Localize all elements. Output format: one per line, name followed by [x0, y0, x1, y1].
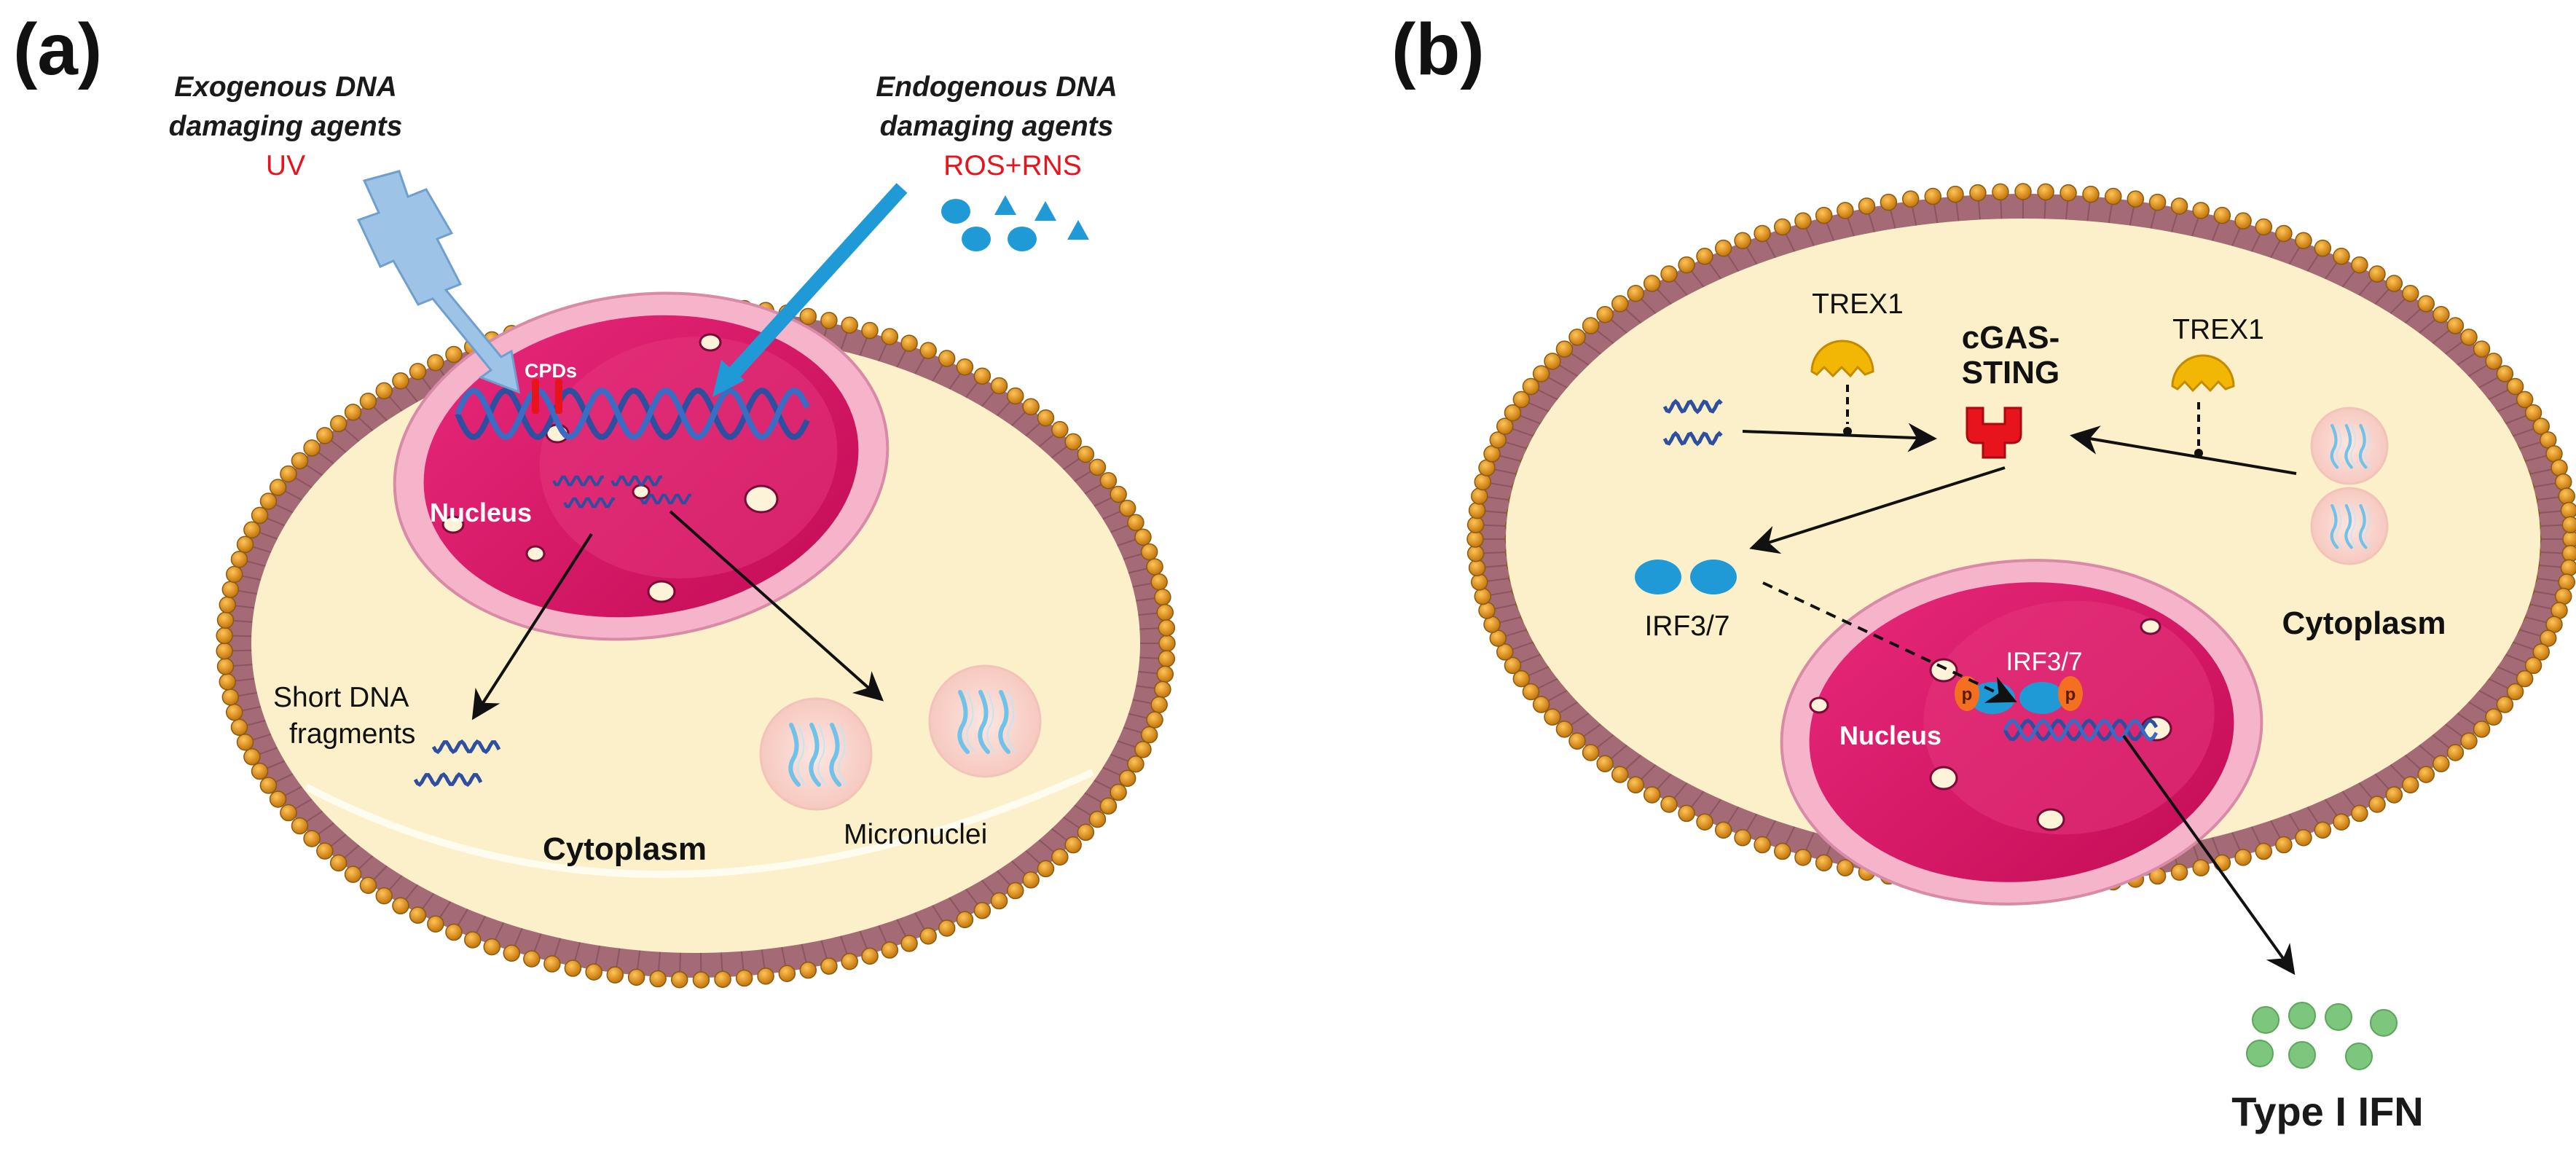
- cytoplasm-a-highlight: [304, 769, 1095, 879]
- cytoplasm-b-label: Cytoplasm: [2282, 605, 2446, 641]
- cpd-lesion-2: [555, 379, 562, 414]
- arrow-to-type-i-ifn: [2122, 734, 2296, 976]
- irf-cytoplasm-monomer-1: [1635, 560, 1681, 594]
- trex1-right-label: TREX1: [2172, 314, 2264, 345]
- ros-rns-molecules: [941, 195, 1089, 251]
- micronucleus-2: [928, 664, 1042, 778]
- irf-nucleus-label: IRF3/7: [2006, 648, 2082, 676]
- irf-nucleus-monomer-2: [2019, 682, 2065, 714]
- arrow-sting-to-irf: [1749, 466, 2006, 554]
- type-i-ifn-molecules: [2246, 1002, 2398, 1070]
- arrow-irf-translocation: [1762, 581, 2017, 703]
- ros-rns-label: ROS+RNS: [943, 150, 1082, 181]
- nucleus-shade-b: [1923, 600, 2215, 835]
- endogenous-label-line1: Endogenous DNA: [876, 71, 1117, 103]
- dna-fragments-in-nucleus: [552, 475, 691, 509]
- short-dna-fragments: [413, 739, 501, 788]
- cell-a: CPDs Nucleus Short DNA fragments Micronu…: [216, 291, 1176, 989]
- phospho-group-left: [1955, 676, 1979, 711]
- nuclear-pores-a: [441, 333, 779, 603]
- phospho-group-right: [2058, 676, 2083, 711]
- nucleus-shade-a: [539, 337, 838, 578]
- panel-a-label: (a): [13, 9, 102, 90]
- cgas-label-line2: STING: [1962, 355, 2059, 390]
- nucleus-b-label: Nucleus: [1839, 721, 1941, 750]
- cell-b: p p IRF3/7 Nucleus TREX1 cGAS- STING: [1466, 183, 2576, 906]
- trex1-right: TREX1: [2171, 314, 2264, 458]
- micronuclei-label: Micronuclei: [844, 819, 987, 850]
- trex1-left-label: TREX1: [1812, 288, 1904, 320]
- ros-arrow-head: [712, 360, 745, 397]
- exogenous-label-line1: Exogenous DNA: [174, 71, 397, 103]
- trex1-right-icon: [2171, 354, 2235, 393]
- trex1-left: TREX1: [1810, 288, 1904, 436]
- exogenous-label-line2: damaging agents: [169, 111, 403, 142]
- dna-helix-b: [2003, 718, 2159, 742]
- cytosolic-dna-fragments: [1662, 399, 1723, 447]
- nucleus-a-label: Nucleus: [430, 498, 532, 527]
- cytoplasm-a-label: Cytoplasm: [543, 831, 707, 867]
- uv-lightning-arrow: [356, 170, 520, 394]
- uv-label: UV: [266, 150, 305, 181]
- cytoplasm-b: [1506, 219, 2540, 860]
- panel-b: (b): [1391, 9, 2576, 1134]
- arrow-to-micronuclei: [669, 510, 884, 702]
- nucleus-a: CPDs Nucleus: [393, 291, 890, 641]
- micronucleus-b-1: [2310, 407, 2389, 485]
- micronucleus-1: [759, 697, 873, 811]
- cgas-label-line1: cGAS-: [1962, 320, 2059, 356]
- sting-icon: [1966, 407, 2022, 459]
- irf-cytoplasm-label: IRF3/7: [1644, 611, 1729, 642]
- endogenous-label-line2: damaging agents: [880, 111, 1114, 142]
- arrow-micronuclei-to-cgas: [2070, 425, 2297, 475]
- short-dna-label-line2: fragments: [289, 718, 415, 750]
- arrow-dna-to-cgas: [1742, 423, 1937, 452]
- trex1-left-inhibition-dot: [1843, 427, 1852, 436]
- phospho-label-right: p: [2065, 685, 2076, 704]
- nucleus-b: p p IRF3/7 Nucleus: [1780, 559, 2263, 906]
- panel-b-label: (b): [1391, 9, 1485, 90]
- trex1-left-icon: [1810, 339, 1874, 378]
- type-i-ifn-label: Type I IFN: [2231, 1088, 2423, 1134]
- panel-a: (a): [13, 9, 1176, 989]
- cpd-lesion-1: [532, 379, 539, 414]
- ros-arrow-shaft: [724, 183, 908, 382]
- phospho-label-left: p: [1962, 685, 1973, 704]
- micronucleus-b-2: [2310, 487, 2389, 565]
- dna-helix-a: [455, 388, 810, 440]
- irf-cytoplasm-monomer-2: [1690, 560, 1737, 594]
- cpds-label: CPDs: [525, 360, 577, 382]
- arrow-to-short-dna: [471, 533, 593, 721]
- short-dna-label-line1: Short DNA: [273, 682, 409, 713]
